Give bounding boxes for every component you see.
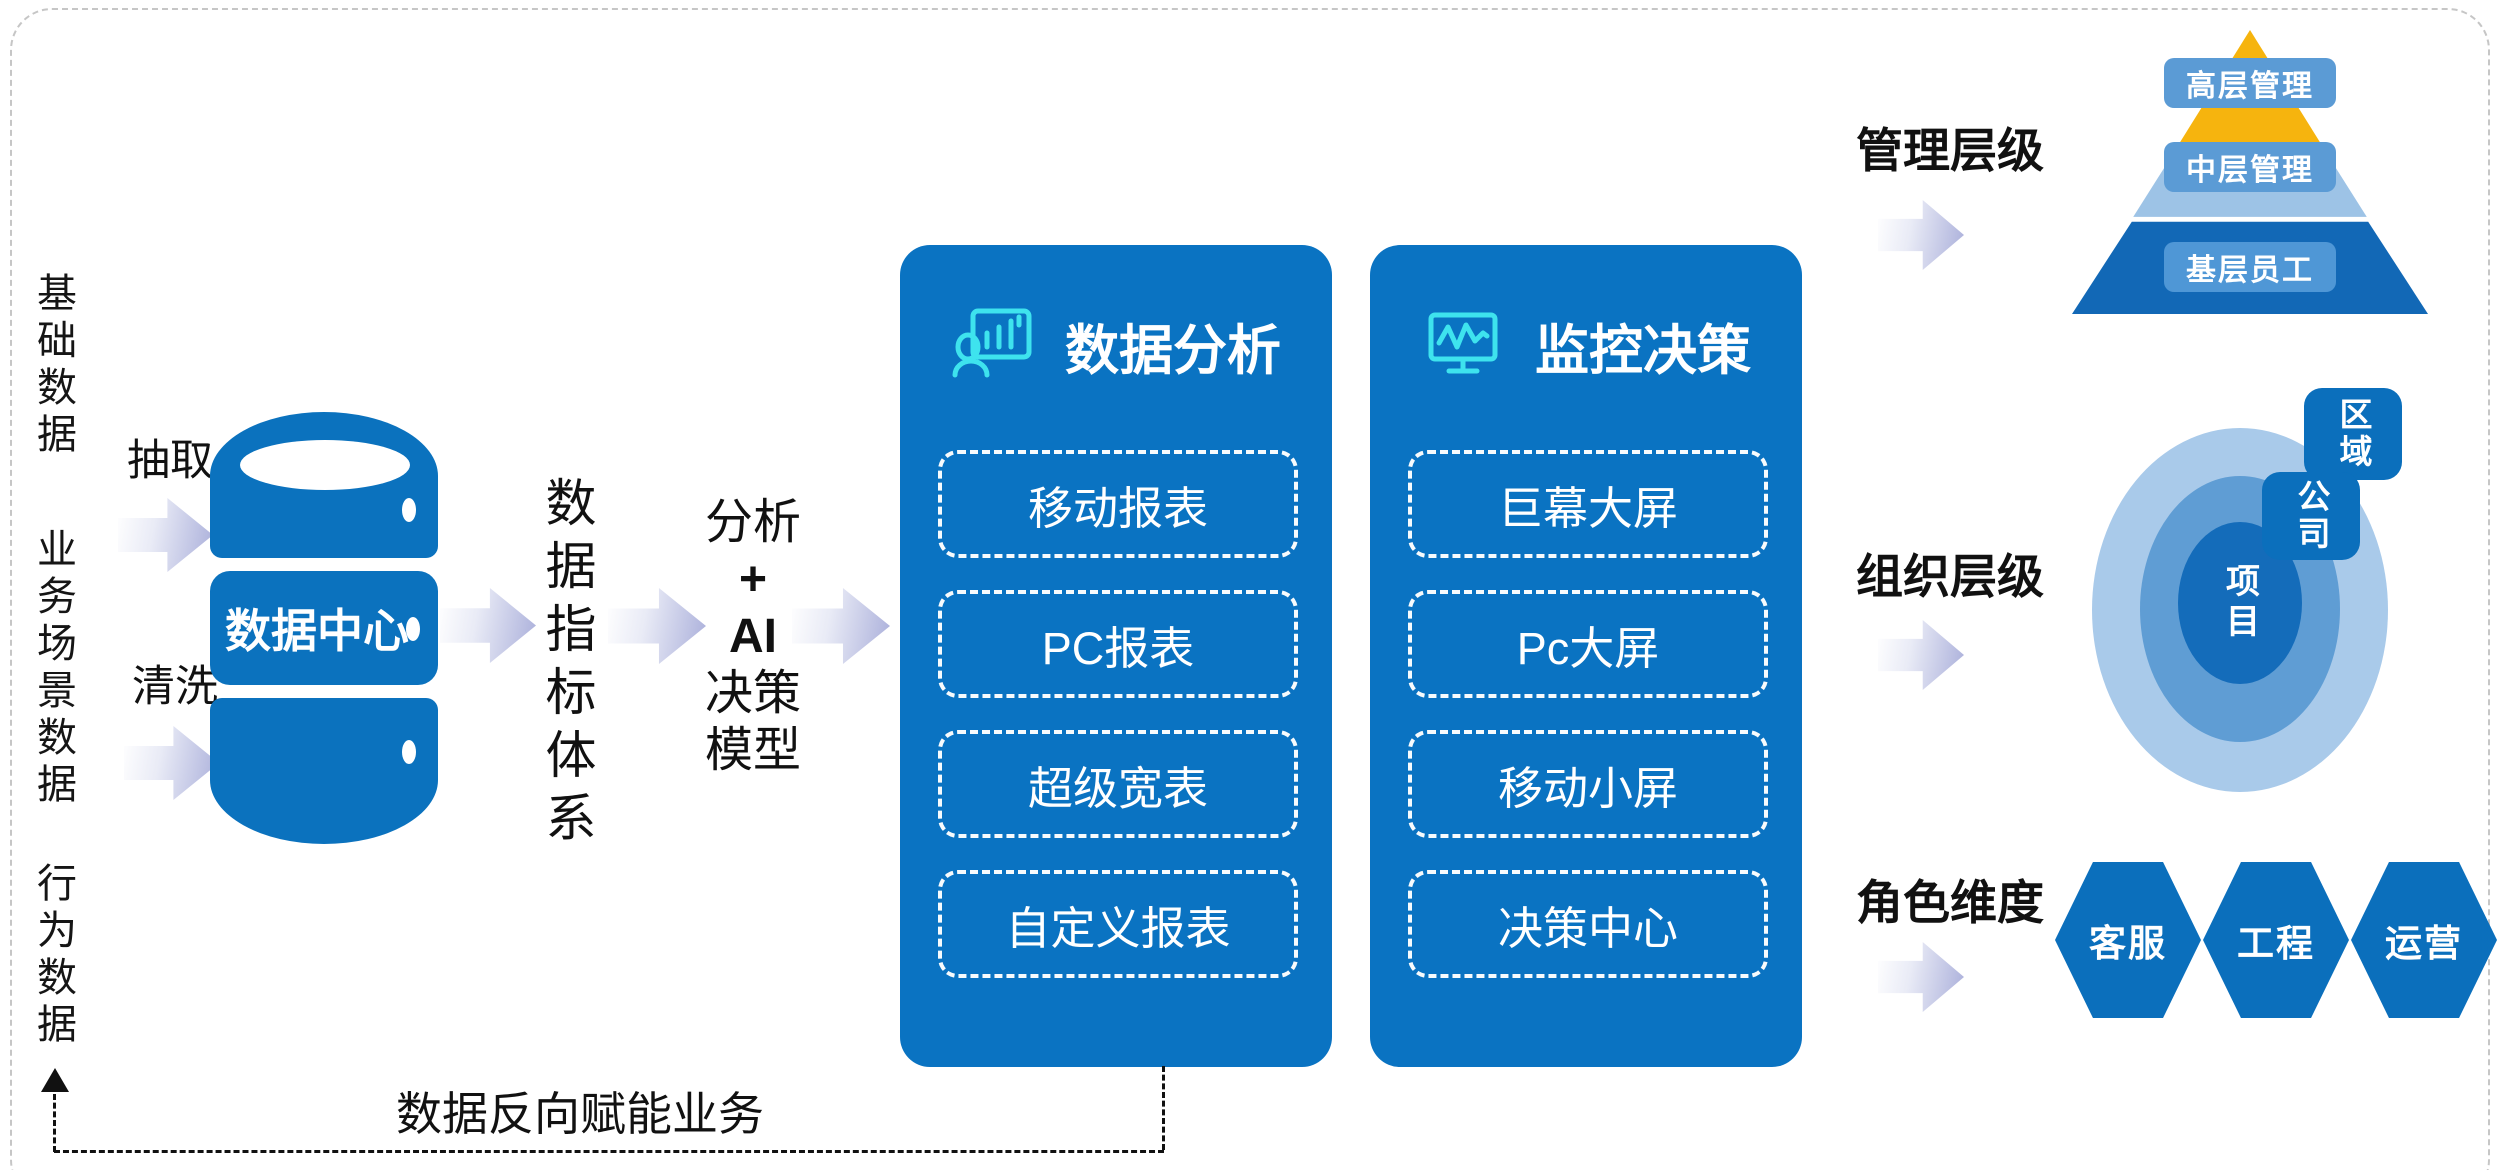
pyramid-badge-staff: 基层员工: [2164, 242, 2336, 292]
pyramid-badge-senior: 高层管理: [2164, 58, 2336, 108]
model-line: 模型: [704, 724, 801, 777]
source-label-behavior-data: 行为数据: [31, 862, 75, 1050]
panel-item-super-wide-table: 超级宽表: [938, 730, 1298, 838]
database-cylinder-bottom: [210, 698, 438, 844]
panel-item-giant-screen: 巨幕大屏: [1408, 450, 1768, 558]
region-badge: 区域: [2304, 388, 2402, 480]
feedback-line-right: [1162, 1066, 1165, 1150]
clean-label: 清洗: [132, 663, 218, 711]
panel-item-pc-report: PC报表: [938, 590, 1298, 698]
model-line: 分析: [704, 496, 801, 549]
database-cylinder-middle: 数据中心: [210, 571, 438, 685]
indicator-system-label: 数据指标体系: [538, 476, 595, 854]
person-chart-board-icon: [952, 308, 1032, 378]
ring-project-label: 项目: [2220, 563, 2259, 643]
feedback-label: 数据反向赋能业务: [396, 1088, 764, 1140]
cylinder-dot: [406, 617, 420, 641]
panel-item-custom-report: 自定义报表: [938, 870, 1298, 978]
data-analysis-panel: 数据分析 移动报表 PC报表 超级宽表 自定义报表: [900, 245, 1332, 1067]
extract-label: 抽取: [127, 437, 213, 485]
monitor-waveform-icon: [1428, 312, 1498, 374]
feedback-up-arrowhead-icon: [41, 1068, 69, 1092]
model-line: 决策: [704, 667, 801, 720]
panel-title: 监控决策: [1535, 320, 1751, 381]
management-pyramid: 高层管理 中层管理 基层员工: [2072, 30, 2428, 314]
panel-title: 数据分析: [1065, 320, 1281, 381]
company-badge: 公司: [2262, 472, 2360, 560]
source-label-business-scene-data: 业务场景数据: [31, 528, 75, 810]
company-badge-label: 公司: [2293, 479, 2330, 553]
pyramid-badge-middle: 中层管理: [2164, 142, 2336, 192]
panel-item-pc-screen: Pc大屏: [1408, 590, 1768, 698]
cylinder-dot: [402, 498, 416, 522]
model-line: AI: [729, 610, 777, 663]
organization-level-label: 组织层级: [1856, 550, 2044, 603]
data-center-label: 数据中心: [225, 605, 409, 657]
database-mouth-ellipse: [240, 440, 410, 490]
management-level-label: 管理层级: [1856, 124, 2044, 177]
dashed-border-frame: [10, 8, 2490, 1170]
panel-item-decision-center: 决策中心: [1408, 870, 1768, 978]
region-badge-label: 区域: [2335, 397, 2372, 471]
analysis-ai-model-label: 分析 + AI 决策 模型: [686, 494, 820, 779]
cylinder-dot: [402, 740, 416, 764]
panel-item-mobile-report: 移动报表: [938, 450, 1298, 558]
database-cylinder-top: [210, 412, 438, 558]
monitor-decision-panel: 监控决策 巨幕大屏 Pc大屏 移动小屏 决策中心: [1370, 245, 1802, 1067]
feedback-line-horizontal: [54, 1150, 1164, 1153]
model-line: +: [738, 553, 768, 606]
feedback-line-left: [53, 1094, 56, 1152]
panel-item-mobile-screen: 移动小屏: [1408, 730, 1768, 838]
source-label-basic-data: 基础数据: [31, 272, 75, 460]
role-dimension-label: 角色维度: [1856, 876, 2044, 929]
